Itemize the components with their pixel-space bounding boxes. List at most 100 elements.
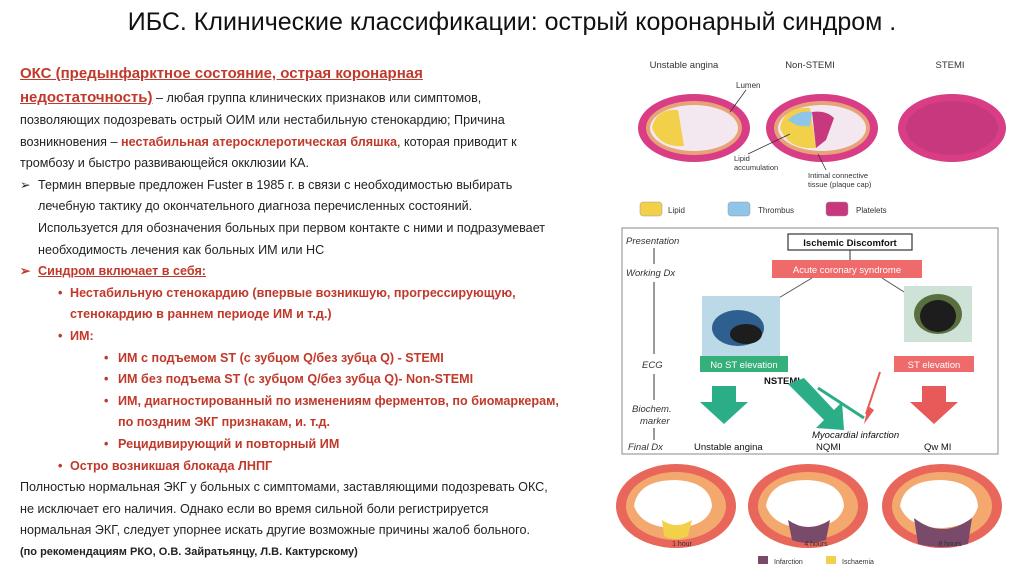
label-intimal-2: tissue (plaque cap) — [808, 180, 872, 189]
term-line-4: необходимость лечения как больных ИМ или… — [38, 242, 325, 257]
svg-text:Lipid: Lipid — [668, 206, 685, 215]
unstable-line-2: стенокардию в раннем периоде ИМ и т.д.) — [70, 307, 332, 322]
recurrent-item: • Рецидивирующий и повторный ИМ — [20, 434, 600, 456]
svg-text:Ischaemia: Ischaemia — [842, 559, 874, 566]
dot-bullet-icon: • — [58, 285, 63, 300]
label-stemi: STEMI — [935, 60, 964, 71]
heart-8-hours — [882, 464, 1002, 548]
legend-infarction: Infarction — [758, 556, 803, 566]
unstable-angina-item: • Нестабильную стенокардию (впервые возни… — [20, 283, 600, 305]
ecg-note-line-1: Полностью нормальная ЭКГ у больных с сим… — [20, 480, 548, 495]
mi-label: ИМ: — [70, 328, 94, 343]
label-unstable-angina: Unstable angina — [650, 60, 719, 71]
ecg-note-line-3: нормальная ЭКГ, следует упорнее искать д… — [20, 523, 530, 538]
includes-label: Синдром включает в себя: — [38, 264, 207, 279]
enzyme-item: • ИМ, диагностированный по изменениям фер… — [20, 391, 600, 413]
label-lumen: Lumen — [736, 81, 760, 90]
label-final-dx: Final Dx — [628, 442, 664, 453]
arrow-qwmi — [910, 386, 958, 424]
label-lipid-acc-1: Lipid — [734, 154, 750, 163]
vessel-stemi — [898, 94, 1006, 162]
acs-label: Acute coronary syndrome — [793, 265, 901, 276]
legend-thrombus: Thrombus — [727, 201, 794, 217]
page-title: ИБС. Клинические классификации: острый к… — [127, 8, 897, 36]
ecg-note-line-2: не исключает его наличия. Однако если во… — [20, 501, 489, 516]
heart-4-hours — [748, 464, 868, 548]
legend-platelets: Platelets — [825, 201, 887, 217]
definition-line-3: возникновения – нестабильная атеросклеро… — [20, 132, 600, 154]
label-lipid-acc-2: accumulation — [734, 163, 778, 172]
lbbb-item: • Остро возникшая блокада ЛНПГ — [20, 456, 600, 478]
enzyme-line-1: ИМ, диагностированный по изменениям ферм… — [118, 393, 559, 408]
dot-bullet-icon: • — [104, 393, 109, 408]
okc-heading-2: недостаточность) — [20, 89, 153, 106]
legend-lipid: Lipid — [639, 201, 685, 217]
term-line-3: Используется для обозначения больных при… — [38, 220, 546, 235]
label-ecg: ECG — [642, 360, 663, 371]
term-bullet: ➢ Термин впервые предложен Fuster в 1985 … — [20, 175, 600, 197]
label-presentation: Presentation — [626, 236, 679, 247]
acs-box — [772, 260, 922, 278]
myocardial-infarction-label: Myocardial infarction — [812, 430, 899, 441]
stemi-label: ИМ с подъемом ST (с зубцом Q/без зубца Q… — [118, 350, 444, 365]
unstable-line-1: Нестабильную стенокардию (впервые возник… — [70, 285, 516, 300]
dot-bullet-icon: • — [104, 372, 109, 387]
label-4-hours: 4 hours — [804, 541, 828, 548]
label-biochem-1: Biochem. — [632, 404, 672, 415]
dot-bullet-icon: • — [58, 328, 63, 343]
definition-line-4: тромбозу и быстро развивающейся окклюзии… — [20, 156, 309, 171]
label-intimal-1: Intimal connective — [808, 171, 868, 180]
definition-line-3-a: возникновения – — [20, 134, 122, 149]
definition-rest: – любая группа клинических признаков или… — [152, 91, 482, 105]
label-8-hours: 8 hours — [938, 541, 962, 548]
arrow-myocardial-infarction — [864, 406, 874, 424]
st-elevation-label: ST elevation — [908, 360, 961, 371]
definition-line-2: позволяющих подозревать острый ОИМ или н… — [20, 113, 505, 127]
okc-heading-line-1: ОКС (предынфарктное состояние, острая ко… — [20, 62, 600, 86]
vessel-non-stemi — [766, 94, 878, 162]
heart-1-hour — [616, 464, 736, 548]
nstemi-label: ИМ без подъема ST (с зубцом Q/без зубца … — [118, 372, 474, 387]
ischemic-discomfort-label: Ischemic Discomfort — [803, 238, 897, 249]
vessel-unstable-angina — [638, 94, 750, 162]
arrow-bullet-icon: ➢ — [20, 264, 31, 279]
enzyme-line-2: по поздним ЭКГ признакам, и. т.д. — [118, 415, 330, 430]
angiography-image-right — [904, 286, 972, 342]
stemi-item: • ИМ с подъемом ST (с зубцом Q/без зубца … — [20, 348, 600, 370]
source-note: (по рекомендациям РКО, О.В. Зайратьянцу,… — [20, 545, 358, 558]
acs-figure: Unstable angina Non-STEMI STEMI Lumen Li… — [616, 60, 1006, 566]
dot-bullet-icon: • — [58, 458, 63, 473]
label-working-dx: Working Dx — [626, 268, 676, 279]
definition-line-3-b: , которая приводит к — [396, 134, 517, 149]
dot-bullet-icon: • — [104, 436, 109, 451]
final-nqmi: NQMI — [816, 442, 841, 453]
arrow-nqmi — [788, 378, 844, 430]
final-unstable-angina: Unstable angina — [694, 442, 763, 453]
no-st-elevation-box — [700, 356, 788, 372]
angiography-image-left — [702, 296, 780, 356]
includes-heading: ➢ Синдром включает в себя: — [20, 261, 600, 283]
recurrent-label: Рецидивирующий и повторный ИМ — [118, 436, 340, 451]
unstable-plaque: нестабильная атеросклеротическая бляшка — [121, 134, 397, 149]
definition-line-1: недостаточность) – любая группа клиничес… — [20, 86, 600, 110]
okc-heading-1: ОКС (предынфарктное состояние, острая ко… — [20, 65, 423, 82]
label-non-stemi: Non-STEMI — [785, 60, 835, 71]
term-line-1: Термин впервые предложен Fuster в 1985 г… — [38, 177, 513, 192]
svg-text:Thrombus: Thrombus — [758, 206, 794, 215]
arrow-bullet-icon: ➢ — [20, 177, 31, 192]
mi-item: • ИМ: — [20, 326, 600, 348]
label-1-hour: 1 hour — [672, 541, 693, 548]
arrow-unstable-angina — [700, 386, 748, 424]
svg-text:Infarction: Infarction — [774, 559, 803, 566]
term-line-2: лечебную тактику до окончательного диагн… — [38, 199, 473, 214]
legend-ischaemia: Ischaemia — [826, 556, 874, 566]
lbbb-label: Остро возникшая блокада ЛНПГ — [70, 458, 273, 473]
left-text-column: ОКС (предынфарктное состояние, острая ко… — [20, 62, 600, 563]
st-elevation-box — [894, 356, 974, 372]
dot-bullet-icon: • — [104, 350, 109, 365]
svg-text:Platelets: Platelets — [856, 206, 887, 215]
nstemi-item: • ИМ без подъема ST (с зубцом Q/без зубца… — [20, 369, 600, 391]
nstemi-label: NSTEMI — [764, 376, 800, 387]
final-qwmi: Qw MI — [924, 442, 951, 453]
label-biochem-2: marker — [640, 416, 670, 427]
